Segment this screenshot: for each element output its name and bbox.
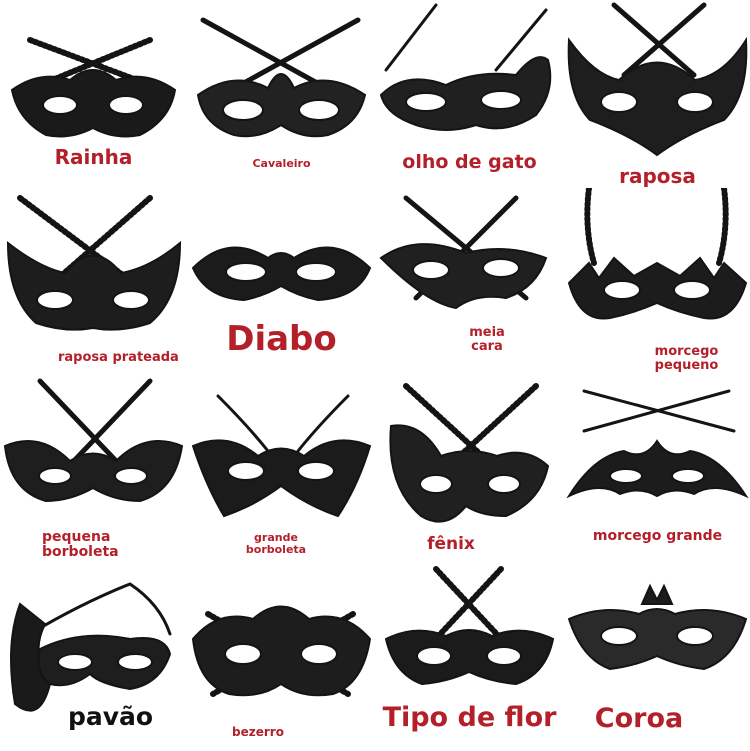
- lace-mask-image: [10, 37, 177, 138]
- mask-tile-diabo: Diabo: [188, 188, 375, 375]
- mask-label: bezerro: [232, 725, 284, 739]
- mask-label: morcego grande: [592, 528, 723, 544]
- mask-tile-olho-de-gato: olho de gato: [376, 0, 563, 187]
- lace-mask-image: [567, 583, 748, 671]
- mask-tile-cavaleiro: Cavaleiro: [188, 0, 375, 187]
- mask-tile-coroa: Coroa: [564, 564, 750, 751]
- mask-tile-grande-borboleta: grande borboleta: [188, 376, 375, 563]
- lace-mask-image: [389, 383, 550, 523]
- lace-mask-image: [196, 17, 367, 138]
- mask-label: raposa: [619, 164, 696, 187]
- mask-label: grande borboleta: [245, 531, 307, 556]
- mask-tile-morcego-grande: morcego grande: [564, 376, 750, 563]
- lace-mask-image: [567, 2, 748, 157]
- lace-mask-image: [191, 394, 372, 518]
- lace-mask-image: [384, 566, 555, 686]
- lace-mask-image: [191, 246, 372, 302]
- lace-mask-image: [6, 195, 182, 331]
- lace-mask-image: [3, 378, 184, 503]
- mask-label: fênix: [427, 534, 475, 554]
- lace-mask-image: [10, 582, 172, 712]
- mask-tile-tipo-de-flor: Tipo de flor: [376, 564, 563, 751]
- mask-label: pequena borboleta: [42, 529, 119, 560]
- mask-label: Cavaleiro: [252, 157, 311, 170]
- mask-label: meia cara: [469, 325, 505, 354]
- mask-tile-meia-cara: meia cara: [376, 188, 563, 375]
- mask-label: olho de gato: [402, 151, 537, 173]
- mask-tile-rainha: Rainha: [0, 0, 187, 187]
- lace-mask-image: [191, 605, 372, 697]
- mask-tile-raposa-prateada: raposa prateada: [0, 188, 187, 375]
- mask-label: morcego pequeno: [654, 344, 719, 373]
- mask-tile-fenix: fênix: [376, 376, 563, 563]
- mask-tile-bezerro: bezerro: [188, 564, 375, 751]
- mask-tile-morcego-pequeno: morcego pequeno: [564, 188, 750, 375]
- mask-label: Coroa: [594, 703, 684, 734]
- mask-tile-pequena-borboleta: pequena borboleta: [0, 376, 187, 563]
- mask-label: Diabo: [226, 319, 337, 359]
- lace-mask-image: [567, 188, 748, 320]
- mask-label: raposa prateada: [58, 350, 179, 365]
- mask-tile-raposa: raposa: [564, 0, 750, 187]
- mask-tile-pavao: pavão: [0, 564, 187, 751]
- mask-label: Rainha: [54, 145, 133, 169]
- lace-mask-image: [379, 195, 548, 310]
- mask-label: Tipo de flor: [382, 702, 557, 733]
- mask-label: pavão: [68, 702, 154, 731]
- lace-mask-image: [379, 3, 552, 131]
- lace-mask-image: [566, 389, 749, 499]
